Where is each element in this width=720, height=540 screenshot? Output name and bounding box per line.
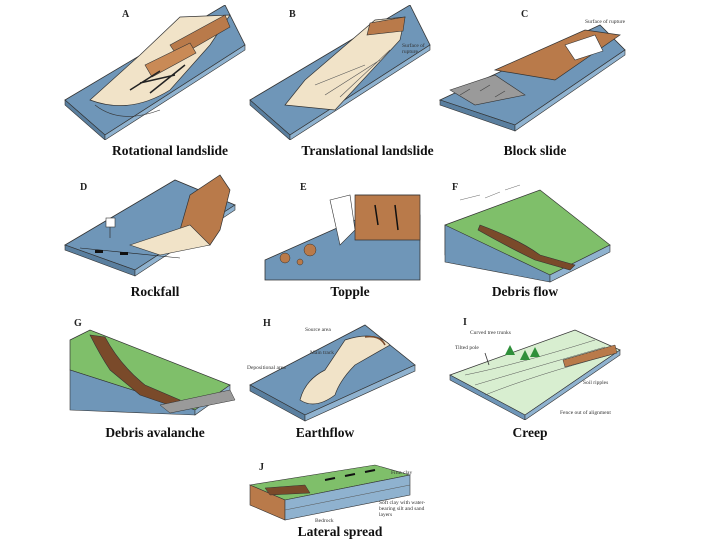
- panel-letter: A: [122, 9, 129, 20]
- annotation-source-area: Source area: [305, 327, 331, 333]
- translational-landslide-illustration: [245, 5, 445, 140]
- panel-topple: E Topple: [255, 170, 425, 310]
- panel-letter: I: [463, 317, 467, 328]
- block-slide-illustration: [435, 5, 635, 140]
- annotation-soft-clay: Soft clay with water-bearing silt and sa…: [379, 500, 427, 518]
- panel-caption: Rockfall: [105, 284, 205, 300]
- panel-block-slide: C Surface of rupture Block slide: [435, 5, 635, 160]
- panel-letter: D: [80, 182, 87, 193]
- panel-caption: Lateral spread: [270, 524, 410, 540]
- panel-creep: I Curved tree trunks Tilted pole Soil ri…: [445, 315, 645, 445]
- panel-caption: Rotational landslide: [80, 143, 260, 159]
- annotation-firm-clay: Firm clay: [391, 470, 412, 476]
- panel-letter: B: [289, 9, 296, 20]
- annotation-surface-of-rupture: Surface of rupture: [402, 43, 432, 55]
- panel-debris-flow: F Debris flow: [440, 170, 640, 310]
- topple-illustration: [255, 170, 425, 285]
- panel-debris-avalanche: G Debris avalanche: [60, 315, 260, 445]
- annotation-tilted-pole: Tilted pole: [455, 345, 479, 351]
- annotation-curved-tree-trunks: Curved tree trunks: [470, 330, 511, 336]
- panel-caption: Debris flow: [460, 284, 590, 300]
- panel-letter: F: [452, 182, 458, 193]
- panel-caption: Topple: [310, 284, 390, 300]
- panel-caption: Debris avalanche: [80, 425, 230, 441]
- panel-rockfall: D Rockfall: [60, 170, 260, 310]
- panel-letter: C: [521, 9, 528, 20]
- annotation-soil-ripples: Soil ripples: [583, 380, 608, 386]
- panel-earthflow: H Source area Main track Depositional ar…: [245, 315, 435, 445]
- debris-avalanche-illustration: [60, 315, 260, 425]
- panel-caption: Earthflow: [280, 425, 370, 441]
- panel-caption: Creep: [480, 425, 580, 441]
- rotational-landslide-illustration: [60, 5, 260, 140]
- panel-letter: J: [259, 462, 264, 473]
- rockfall-illustration: [60, 170, 260, 285]
- annotation-fence-out-of-alignment: Fence out of alignment: [560, 410, 611, 416]
- panel-lateral-spread: J Firm clay Soft clay with water-bearing…: [245, 460, 475, 540]
- annotation-depositional-area: Depositional area: [247, 365, 286, 371]
- annotation-surface-of-rupture: Surface of rupture: [585, 19, 625, 25]
- panel-letter: G: [74, 318, 82, 329]
- panel-letter: E: [300, 182, 307, 193]
- panel-letter: H: [263, 318, 271, 329]
- panel-translational-landslide: B Surface of rupture Translational lands…: [245, 5, 450, 160]
- annotation-main-track: Main track: [310, 350, 334, 356]
- panel-rotational-landslide: A Rotational landslide: [60, 5, 260, 160]
- debris-flow-illustration: [440, 170, 620, 285]
- panel-caption: Block slide: [470, 143, 600, 159]
